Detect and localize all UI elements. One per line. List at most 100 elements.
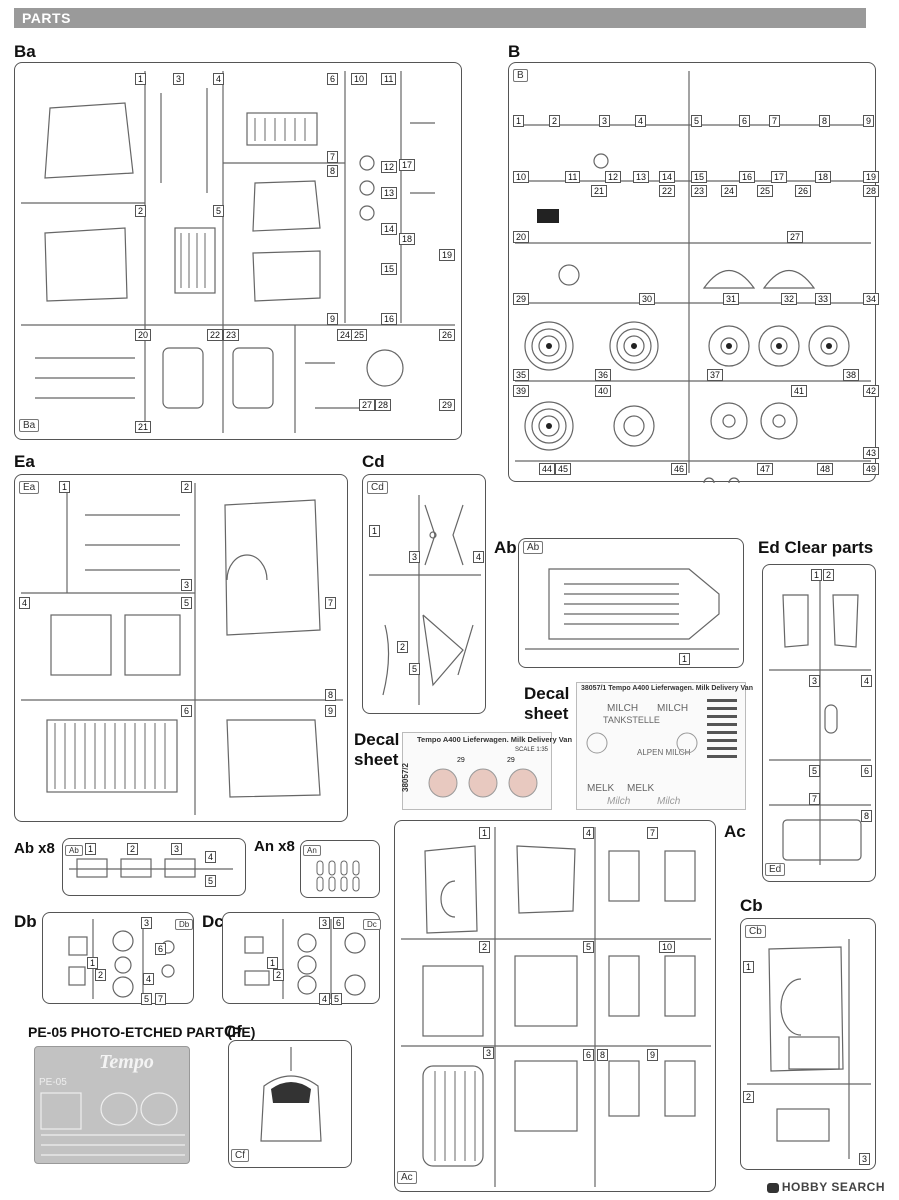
- part-number: 20: [135, 329, 152, 341]
- sprue-db-tag: Db: [175, 919, 194, 930]
- part-number: 5: [691, 115, 703, 127]
- part-number: 1: [811, 569, 823, 581]
- pe-label: PE-05 PHOTO-ETCHED PART (PE): [28, 1024, 256, 1040]
- part-number: 16: [381, 313, 398, 325]
- sprue-anx8-label: An x8: [254, 838, 295, 855]
- sprue-anx8-drawing: [316, 860, 360, 892]
- parts-title: PARTS: [22, 10, 71, 26]
- part-number: 1: [87, 957, 99, 969]
- part-number: 15: [691, 171, 708, 183]
- sprue-b-label: B: [508, 42, 521, 61]
- part-number: 39: [513, 385, 530, 397]
- part-number: 10: [513, 171, 530, 183]
- decal-num: 29: [457, 757, 465, 764]
- part-number: 2: [181, 481, 193, 493]
- sprue-dc-tag: Dc: [363, 919, 381, 930]
- part-number: 37: [707, 369, 724, 381]
- part-number: 42: [863, 385, 880, 397]
- sprue-abx8: Ab 1 2 3 4 5: [62, 838, 246, 896]
- part-number: 48: [817, 463, 834, 475]
- decal-text: Milch: [657, 796, 681, 807]
- part-number: 4: [205, 851, 217, 863]
- part-number: 6: [861, 765, 873, 777]
- part-number: 25: [351, 329, 368, 341]
- sprue-anx8-tag: An: [303, 845, 321, 856]
- part-number: 4: [319, 993, 331, 1005]
- part-number: 3: [141, 917, 153, 929]
- part-number: 13: [633, 171, 650, 183]
- sprue-db: Db 1 2 3 4 5 6 7: [42, 912, 194, 1005]
- part-number: 38: [843, 369, 860, 381]
- part-number: 7: [327, 151, 339, 163]
- part-number: 43: [863, 447, 880, 459]
- sprue-ba-label: Ba: [14, 42, 36, 61]
- sprue-cf-label: Cf: [224, 1022, 242, 1041]
- sprue-ab-drawing: [525, 568, 739, 650]
- part-number: 4: [19, 597, 31, 609]
- part-number: 45: [555, 463, 572, 475]
- part-number: 2: [135, 205, 147, 217]
- sprue-b: B 1 2 3 4 5 6 7 8 9 10 11 12 13 14 15 16…: [508, 62, 880, 483]
- part-number: 3: [171, 843, 183, 855]
- sprue-ac: Ac 1 2 3 4 5 6 7 8 9 10: [394, 820, 716, 1192]
- part-number: 28: [375, 399, 392, 411]
- sprue-ba: Ba 1 2 3 4 5 6 7 8 9 10 11 12 13 14 15 1…: [14, 62, 462, 440]
- part-number: 7: [325, 597, 337, 609]
- part-number: 7: [769, 115, 781, 127]
- part-number: 1: [267, 957, 279, 969]
- part-number: 1: [479, 827, 491, 839]
- sprue-cd-tag: Cd: [367, 481, 388, 494]
- part-number: 1: [369, 525, 381, 537]
- sprue-cb-drawing: [747, 939, 871, 1159]
- decal-sheet-1-drawing: [586, 699, 737, 758]
- part-number: 9: [325, 705, 337, 717]
- part-number: 5: [331, 993, 343, 1005]
- decal-text: ALPEN MILCH: [637, 748, 691, 757]
- decal-text: MILCH: [657, 703, 689, 714]
- sprue-ea: Ea 1 2 3 4 5 6 7 8 9: [14, 474, 348, 822]
- part-number: 5: [181, 597, 193, 609]
- sprue-cd: Cd 1 2 3 4 5: [362, 474, 486, 714]
- sprue-dc-drawing: [244, 919, 366, 999]
- part-number: 26: [439, 329, 456, 341]
- part-number: 5: [213, 205, 225, 217]
- watermark: HOBBY SEARCH: [766, 1180, 885, 1194]
- part-number: 5: [409, 663, 421, 675]
- part-number: 4: [473, 551, 485, 563]
- sprue-ac-label: Ac: [724, 822, 746, 841]
- part-number: 1: [743, 961, 755, 973]
- decal-text: MELK: [627, 783, 655, 794]
- part-number: 1: [135, 73, 147, 85]
- part-number: 1: [85, 843, 97, 855]
- part-number: 6: [333, 917, 345, 929]
- part-number: 11: [381, 73, 397, 85]
- sprue-ba-tag: Ba: [19, 419, 40, 432]
- sprue-ab-label: Ab: [494, 538, 517, 557]
- part-number: 41: [791, 385, 808, 397]
- part-number: 32: [781, 293, 798, 305]
- decal-text: TANKSTELLE: [603, 715, 660, 725]
- sprue-ed-label: Ed Clear parts: [758, 538, 874, 557]
- part-number: 5: [809, 765, 821, 777]
- decal-sheet-1: 38057/1 Tempo A400 Lieferwagen. Milk Del…: [576, 682, 753, 810]
- part-number: 4: [861, 675, 873, 687]
- sprue-ed: Ed 1 2 3 4 5 6 7 8: [762, 564, 876, 882]
- decal-text: MILCH: [607, 703, 639, 714]
- part-number: 31: [723, 293, 740, 305]
- sprue-abx8-label: Ab x8: [14, 840, 55, 857]
- part-number: 2: [743, 1091, 755, 1103]
- part-number: 25: [757, 185, 774, 197]
- decal-sheet-2-title: Tempo A400 Lieferwagen. Milk Delivery Va…: [417, 735, 573, 744]
- part-number: 6: [155, 943, 167, 955]
- part-number: 8: [861, 810, 873, 822]
- part-number: 21: [591, 185, 608, 197]
- part-number: 34: [863, 293, 880, 305]
- part-number: 6: [327, 73, 339, 85]
- sprue-db-drawing: [68, 919, 175, 999]
- sprue-db-label: Db: [14, 912, 37, 931]
- part-number: 2: [95, 969, 107, 981]
- part-number: 3: [809, 675, 821, 687]
- part-number: 14: [659, 171, 676, 183]
- sprue-cb-label: Cb: [740, 896, 763, 915]
- part-number: 4: [213, 73, 225, 85]
